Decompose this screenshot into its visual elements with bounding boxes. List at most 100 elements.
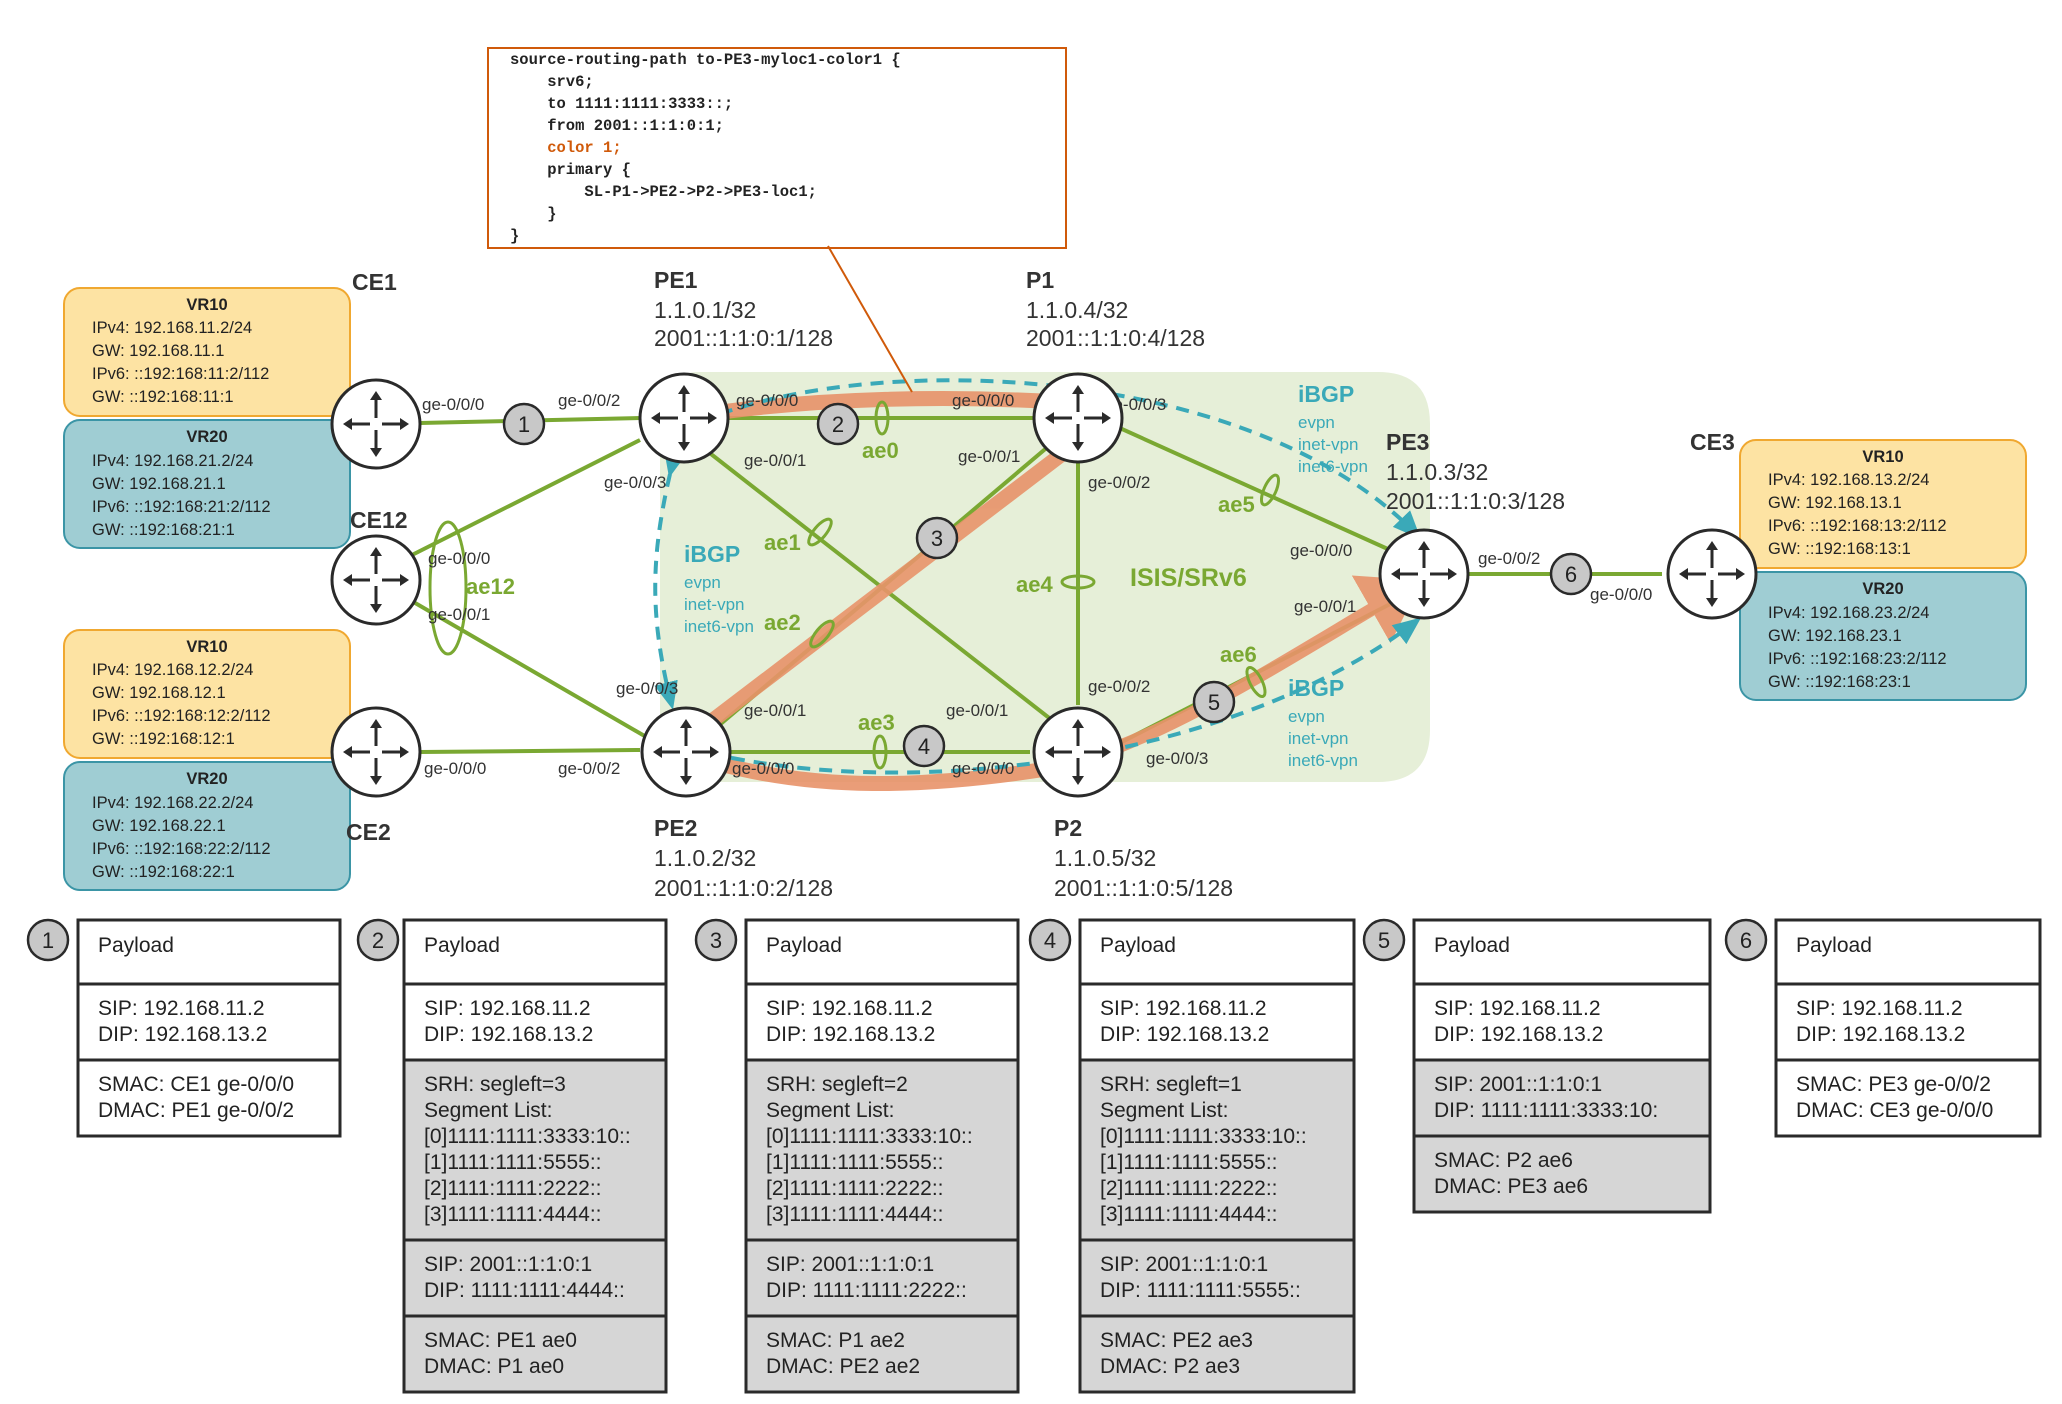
vr-line: IPv6: ::192:168:12:2/112 xyxy=(92,707,271,725)
vr-line: IPv6: ::192:168:13:2/112 xyxy=(1768,517,1947,535)
ibgp-label-left: iBGP evpn inet-vpn inet6-vpn xyxy=(684,541,754,636)
ae6-label: ae6 xyxy=(1220,642,1257,667)
packet-field: SIP: 2001::1:1:0:1 xyxy=(1100,1253,1268,1276)
pe2-name: PE2 xyxy=(654,815,697,841)
vr-title: VR10 xyxy=(186,638,227,656)
packet-field: SMAC: PE2 ae3 xyxy=(1100,1329,1253,1352)
packet-field: [3]1111:1111:4444:: xyxy=(1100,1203,1278,1226)
packet-field: Segment List: xyxy=(1100,1099,1228,1122)
packet-section xyxy=(402,1238,668,1318)
packet-field: [0]1111:1111:3333:10:: xyxy=(766,1125,973,1148)
pe2-ge002-label: ge-0/0/2 xyxy=(558,759,620,778)
pe2-ipv6: 2001::1:1:0:2/128 xyxy=(654,875,833,901)
pe3-ge001-label: ge-0/0/1 xyxy=(1294,597,1356,616)
vr-line: IPv4: 192.168.22.2/24 xyxy=(92,794,253,812)
packet-step-number: 1 xyxy=(42,928,54,953)
ae4-label: ae4 xyxy=(1016,572,1053,597)
ce1-vr20-box: VR20 IPv4: 192.168.21.2/24 GW: 192.168.2… xyxy=(63,419,351,549)
p1-router-icon xyxy=(1032,372,1124,464)
vr-line: IPv4: 192.168.11.2/24 xyxy=(92,319,252,337)
pe2-ge003-label: ge-0/0/3 xyxy=(616,679,678,698)
ce12-ge001-label: ge-0/0/1 xyxy=(428,605,490,624)
packet-field: DMAC: PE1 ge-0/0/2 xyxy=(98,1099,294,1122)
ibgp-family: inet-vpn xyxy=(684,595,744,614)
ae-bundles xyxy=(428,400,1281,770)
packet-section xyxy=(1078,918,1356,986)
ae3-ellipse xyxy=(872,734,888,770)
packet-step-marker xyxy=(356,918,400,962)
packet-field: DIP: 192.168.13.2 xyxy=(424,1023,593,1046)
packet-field: DIP: 192.168.13.2 xyxy=(1100,1023,1269,1046)
ibgp-family: evpn xyxy=(1298,413,1335,432)
ibgp-family: inet-vpn xyxy=(1288,729,1348,748)
ae2-label: ae2 xyxy=(764,610,801,635)
pe3-ge002-label: ge-0/0/2 xyxy=(1478,549,1540,568)
packet-field: DIP: 192.168.13.2 xyxy=(1434,1023,1603,1046)
packet-section xyxy=(1412,982,1712,1062)
step-3-marker: 3 xyxy=(915,516,959,560)
ae-labels: ae0 ae1 ae2 ae3 ae4 ae5 ae6 ae12 xyxy=(466,438,1257,735)
pe2-ge001-label: ge-0/0/1 xyxy=(744,701,806,720)
ae0-label: ae0 xyxy=(862,438,899,463)
vr-line: IPv4: 192.168.23.2/24 xyxy=(1768,604,1929,622)
ibgp-family: evpn xyxy=(684,573,721,592)
vr-line: GW: 192.168.22.1 xyxy=(92,817,226,835)
vr-line: GW: ::192:168:23:1 xyxy=(1768,673,1911,691)
packet-step-number: 2 xyxy=(372,928,384,953)
packet-section xyxy=(76,918,342,986)
vr-line: GW: ::192:168:22:1 xyxy=(92,863,235,881)
config-line: source-routing-path to-PE3-myloc1-color1… xyxy=(510,51,901,69)
packet-field: Segment List: xyxy=(424,1099,552,1122)
packet-field: [1]1111:1111:5555:: xyxy=(1100,1151,1278,1174)
packet-field: DMAC: PE3 ae6 xyxy=(1434,1175,1588,1198)
packet-section xyxy=(76,1058,342,1138)
ae12-ellipse xyxy=(428,520,468,656)
packet-section xyxy=(744,982,1020,1062)
packet-field: DIP: 1111:1111:5555:: xyxy=(1100,1279,1301,1302)
p1-ipv6: 2001::1:1:0:4/128 xyxy=(1026,325,1205,351)
vr-line: GW: 192.168.21.1 xyxy=(92,475,226,493)
vr-line: IPv4: 192.168.12.2/24 xyxy=(92,661,253,679)
packet-section xyxy=(1078,1314,1356,1394)
packet-field: SIP: 2001::1:1:0:1 xyxy=(1434,1073,1602,1096)
ae1-label: ae1 xyxy=(764,530,801,555)
packet-section xyxy=(402,918,668,986)
topology-steps: 1 2 3 4 5 6 xyxy=(502,402,1593,768)
vr-title: VR10 xyxy=(186,296,227,314)
ce2-router-icon xyxy=(330,706,422,798)
packet-field: DIP: 192.168.13.2 xyxy=(98,1023,267,1046)
packet-field: Payload xyxy=(766,934,842,957)
ce3-router-icon xyxy=(1666,528,1758,620)
p1-ge002-label: ge-0/0/2 xyxy=(1088,473,1150,492)
config-line: color 1; xyxy=(510,139,622,157)
vr-line: GW: 192.168.13.1 xyxy=(1768,494,1902,512)
p2-ipv4: 1.1.0.5/32 xyxy=(1054,845,1156,871)
packet-section xyxy=(1078,982,1356,1062)
p1-ge000-label: ge-0/0/0 xyxy=(952,391,1014,410)
packet-field: [0]1111:1111:3333:10:: xyxy=(1100,1125,1307,1148)
ibgp-label-top: iBGP evpn inet-vpn inet6-vpn xyxy=(1298,381,1368,476)
vr-line: GW: ::192:168:13:1 xyxy=(1768,540,1911,558)
step-number: 4 xyxy=(918,734,930,759)
step-5-marker: 5 xyxy=(1192,680,1236,724)
vr-line: GW: 192.168.23.1 xyxy=(1768,627,1902,645)
ae2-ellipse xyxy=(809,619,835,649)
pe2-ge000-label: ge-0/0/0 xyxy=(732,759,794,778)
packet-step-number: 3 xyxy=(710,928,722,953)
ibgp-label-bottom: iBGP evpn inet-vpn inet6-vpn xyxy=(1288,675,1358,770)
step-4-marker: 4 xyxy=(902,724,946,768)
packet-field: [3]1111:1111:4444:: xyxy=(766,1203,944,1226)
packet-field: [1]1111:1111:5555:: xyxy=(424,1151,602,1174)
vr-line: GW: ::192:168:21:1 xyxy=(92,521,235,539)
config-line: from 2001::1:1:0:1; xyxy=(510,117,724,135)
ibgp-family: evpn xyxy=(1288,707,1325,726)
pe1-ge000-label: ge-0/0/0 xyxy=(736,391,798,410)
step-number: 6 xyxy=(1565,562,1577,587)
packet-section xyxy=(1412,1058,1712,1138)
ce2-vr10-box: VR10 IPv4: 192.168.12.2/24 GW: 192.168.1… xyxy=(63,629,351,759)
packet-step-marker xyxy=(1362,918,1406,962)
packet-field: SRH: segleft=2 xyxy=(766,1073,908,1096)
ibgp-family: inet-vpn xyxy=(1298,435,1358,454)
